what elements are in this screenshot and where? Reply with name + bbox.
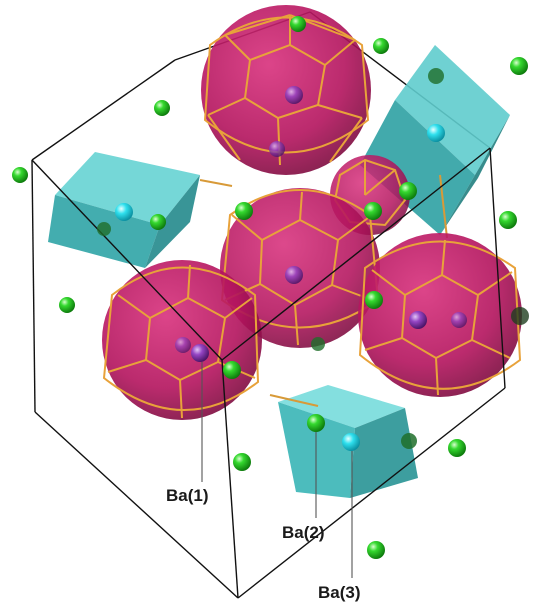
green-atom	[365, 291, 383, 309]
green-atom	[510, 57, 528, 75]
green-atom	[290, 16, 306, 32]
green-atom	[367, 541, 385, 559]
cube-bottom	[278, 385, 418, 498]
purple-atom	[285, 86, 303, 104]
green-atom	[373, 38, 389, 54]
purple-atom	[191, 344, 209, 362]
purple-atom	[269, 141, 285, 157]
label-ba2: Ba(2)	[282, 523, 325, 542]
purple-atom	[451, 312, 467, 328]
green-atom	[59, 297, 75, 313]
cyan-atom	[115, 203, 133, 221]
purple-atom	[409, 311, 427, 329]
purple-atoms	[175, 86, 467, 362]
green-atom	[223, 361, 241, 379]
cube-top-right	[360, 45, 510, 235]
cyan-atom	[342, 433, 360, 451]
green-atom	[150, 214, 166, 230]
green-atom	[511, 307, 529, 325]
green-atom	[235, 202, 253, 220]
green-atom	[499, 211, 517, 229]
cyan-atom	[427, 124, 445, 142]
green-atom	[97, 222, 111, 236]
green-atom	[399, 182, 417, 200]
green-atom	[12, 167, 28, 183]
purple-atom	[285, 266, 303, 284]
purple-atom	[175, 337, 191, 353]
label-ba1: Ba(1)	[166, 486, 209, 505]
connector-rods	[199, 174, 448, 407]
green-atom	[311, 337, 325, 351]
green-atom	[233, 453, 251, 471]
green-atom	[154, 100, 170, 116]
green-atom	[428, 68, 444, 84]
green-atom	[448, 439, 466, 457]
green-atom	[401, 433, 417, 449]
green-atom	[364, 202, 382, 220]
label-ba3: Ba(3)	[318, 583, 361, 602]
unit-cell-front	[31, 147, 506, 599]
green-atoms	[12, 16, 529, 559]
green-atom	[307, 414, 325, 432]
polyhedron-top	[201, 5, 371, 175]
polyhedron-right	[358, 233, 522, 397]
cyan-atoms	[115, 124, 445, 451]
label-leaders	[201, 362, 353, 578]
